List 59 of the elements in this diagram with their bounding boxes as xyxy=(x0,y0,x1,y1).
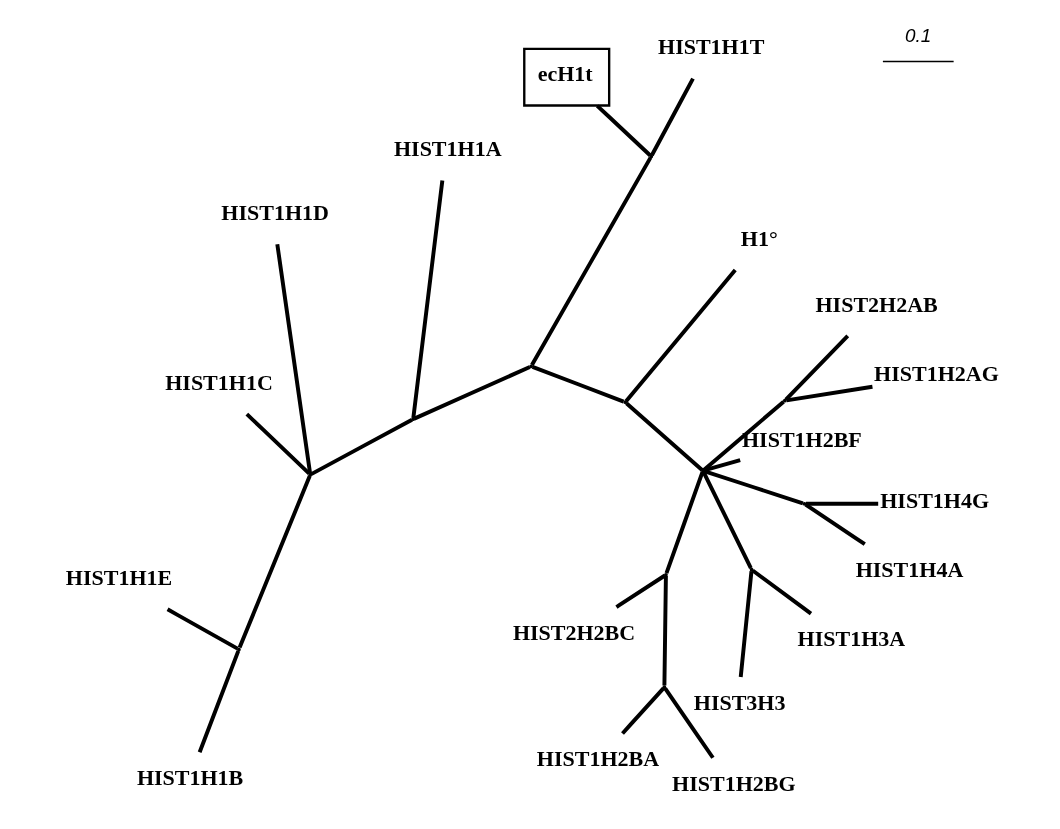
node-text: HIST1H1B xyxy=(136,764,243,790)
connector xyxy=(785,384,873,403)
connector xyxy=(701,470,753,570)
node-point xyxy=(648,154,653,159)
node-text: HIST1H2BA xyxy=(536,746,659,772)
node-point xyxy=(700,468,705,473)
connector xyxy=(805,501,878,506)
connector xyxy=(237,475,312,649)
node-point xyxy=(528,364,533,369)
node-text: HIST1H1D xyxy=(220,199,329,225)
node-text: HIST2H2AB xyxy=(814,291,938,317)
connector xyxy=(245,412,311,476)
node-text: HIST1H1A xyxy=(393,136,502,162)
node-text: HIST1H1C xyxy=(164,369,273,395)
connector xyxy=(783,334,849,401)
node-point xyxy=(307,472,312,477)
node-box: ecH1t xyxy=(522,47,610,107)
connector xyxy=(702,400,785,472)
node-text: HIST2H2BC xyxy=(512,619,635,645)
connector xyxy=(751,568,812,616)
node-point xyxy=(782,398,787,403)
connector xyxy=(620,686,665,735)
connector xyxy=(531,365,624,404)
node-text: H1° xyxy=(740,225,778,251)
node-text: HIST1H1T xyxy=(657,34,764,60)
node-text: HIST3H3 xyxy=(693,690,785,716)
node-text: HIST1H2AG xyxy=(873,361,999,387)
node-point xyxy=(802,501,806,506)
label: 0.1 xyxy=(904,24,931,46)
connector xyxy=(309,418,413,476)
connector xyxy=(197,650,240,753)
node-text: HIST1H4G xyxy=(879,487,989,513)
connector xyxy=(624,401,703,472)
connector xyxy=(274,243,312,474)
connector xyxy=(664,471,704,574)
node-text: HIST1H4A xyxy=(855,557,963,583)
connector xyxy=(649,77,695,157)
node-point xyxy=(236,647,241,652)
node-point xyxy=(410,417,415,422)
node-text: HIST1H3A xyxy=(797,626,905,652)
connector xyxy=(661,576,668,686)
connector xyxy=(413,365,531,421)
node-point xyxy=(622,400,627,405)
node-text: HIST1H1E xyxy=(65,565,172,591)
connector xyxy=(702,469,803,506)
connector xyxy=(529,156,652,366)
node-point xyxy=(663,572,668,577)
node-point xyxy=(749,567,754,572)
connector xyxy=(624,268,737,403)
connector xyxy=(804,502,866,546)
connector xyxy=(663,687,715,759)
connector xyxy=(595,104,652,157)
connector xyxy=(410,180,444,419)
node-point xyxy=(661,685,666,690)
connector xyxy=(738,571,753,678)
node-text: HIST1H2BF xyxy=(741,427,862,453)
node-text: HIST1H2BG xyxy=(671,770,796,796)
connector xyxy=(166,607,238,651)
connector xyxy=(614,573,666,609)
